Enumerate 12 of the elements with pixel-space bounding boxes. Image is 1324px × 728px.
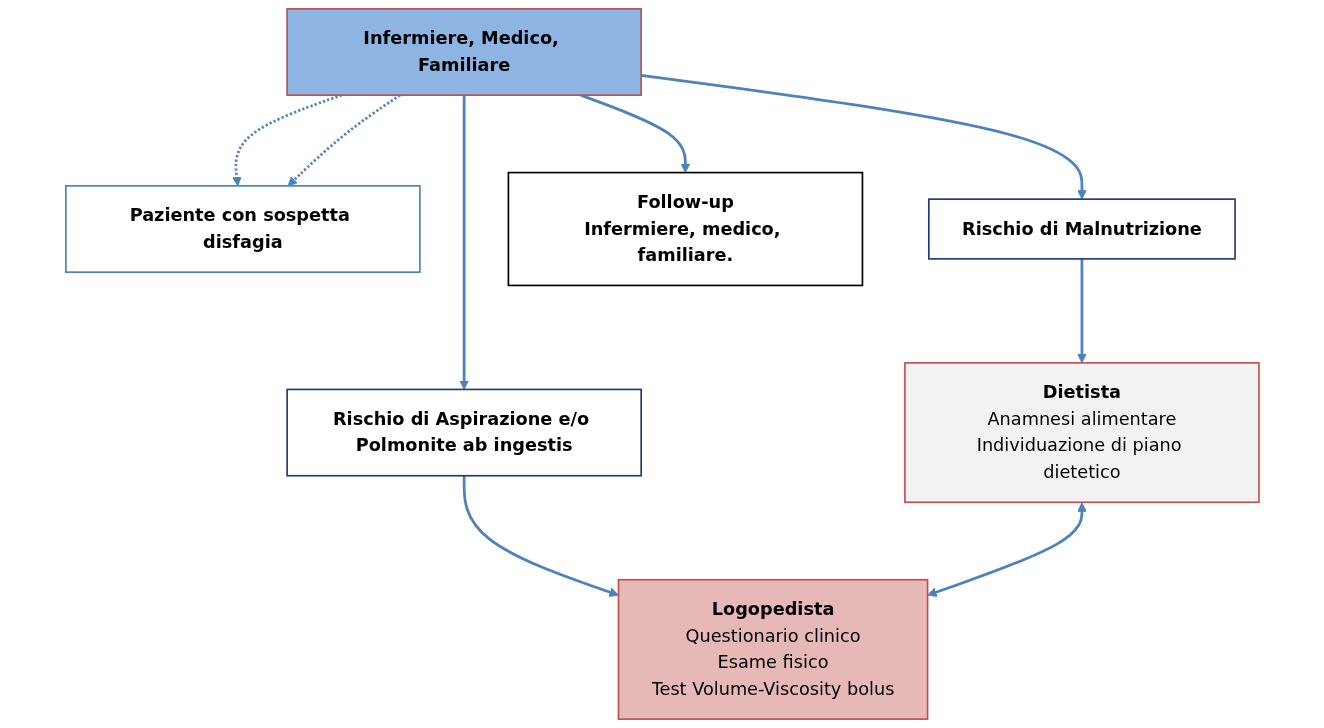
arrow	[458, 95, 469, 390]
arrow	[462, 475, 619, 597]
node-box: Rischio di Aspirazione e/o Polmonite ab ingestis	[285, 388, 642, 477]
node-box: Follow-up Infermiere, medico, familiare.	[507, 171, 863, 287]
node-box: Paziente con sospetta disfagia	[64, 185, 421, 273]
arrow	[287, 94, 401, 187]
arrow	[640, 74, 1087, 200]
node-box: Rischio di Malnutrizione	[927, 198, 1236, 260]
node-box: Dietista Anamnesi alimentare Individuazione di piano dietetico	[903, 362, 1260, 504]
node-box: Infermiere, Medico, Familiare	[285, 8, 642, 96]
node-box: Logopedista Questionario clinico Esame fisico Test Volume-Viscosity bolus	[617, 578, 928, 720]
arrow	[1076, 258, 1087, 364]
